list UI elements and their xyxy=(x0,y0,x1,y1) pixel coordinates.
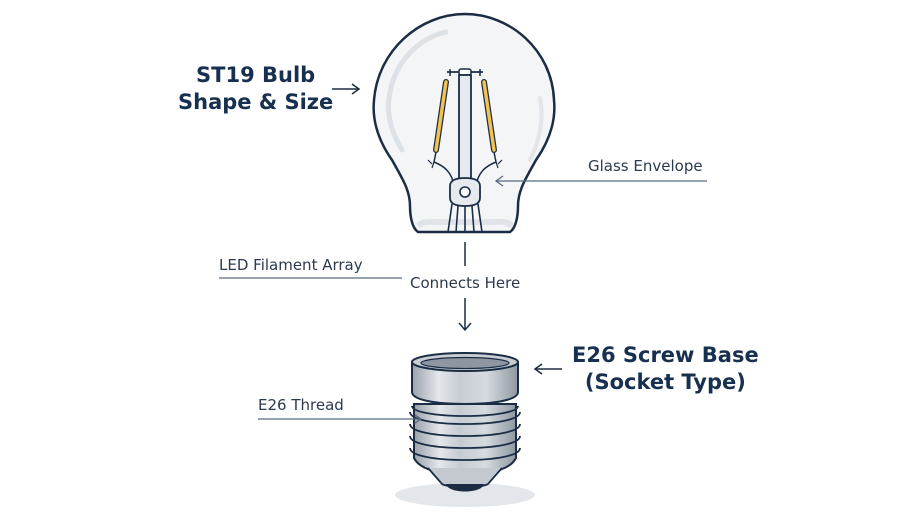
thread-body xyxy=(413,403,517,476)
label-bulb-shape-line1: ST19 Bulb xyxy=(196,63,316,87)
connects-arrow xyxy=(458,242,472,332)
stem-lead-wires xyxy=(447,203,483,233)
label-led-filament-array: LED Filament Array xyxy=(219,256,363,274)
label-glass-envelope: Glass Envelope xyxy=(588,157,703,175)
leader-thread xyxy=(258,414,423,424)
label-e26-base-line2: (Socket Type) xyxy=(584,370,746,394)
thread-ridges xyxy=(409,405,521,461)
glass-stem xyxy=(458,74,472,196)
label-connects-here: Connects Here xyxy=(410,274,521,292)
glass-highlight-right xyxy=(528,96,544,162)
arrow-bulb-shape xyxy=(332,83,361,95)
arrow-screw-base xyxy=(533,363,562,375)
label-e26-thread: E26 Thread xyxy=(258,396,344,414)
e26-screw-base-illustration xyxy=(395,352,535,507)
leader-glass-envelope xyxy=(494,175,707,187)
base-shadow xyxy=(395,483,535,507)
led-filament-left xyxy=(434,80,448,152)
label-e26-base-line1: E26 Screw Base xyxy=(572,343,759,367)
label-bulb-shape-line2: Shape & Size xyxy=(178,90,334,114)
label-e26-screw-base: E26 Screw Base (Socket Type) xyxy=(572,342,759,396)
base-contact-tip xyxy=(446,484,484,492)
bulb-illustration xyxy=(372,12,556,234)
glass-highlight xyxy=(386,29,449,153)
label-bulb-shape: ST19 Bulb Shape & Size xyxy=(178,62,333,116)
led-filament-right xyxy=(482,80,496,152)
